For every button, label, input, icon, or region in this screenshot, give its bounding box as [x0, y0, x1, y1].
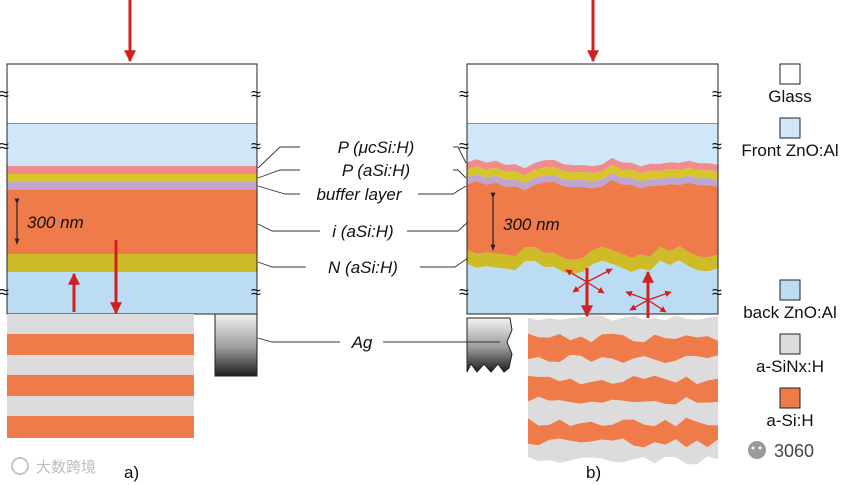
- b-thickness-label: 300 nm: [503, 215, 560, 234]
- legend-swatch-front-zno: [779, 117, 801, 139]
- b-stack-asinx-5: [528, 396, 718, 427]
- b-p-ucsi-layer: [467, 158, 718, 176]
- b-stack-asi-2: [528, 333, 718, 364]
- b-stack-asinx-1: [528, 315, 718, 343]
- b-stack-asi-6: [528, 417, 718, 448]
- a-stack-asinx-2: [7, 355, 194, 375]
- layer-callouts: [257, 146, 500, 343]
- legend-swatch-back-zno: [779, 279, 801, 301]
- a-break-mark-right-2: ≈: [251, 136, 261, 156]
- b-scatter-arrows-lower: [625, 290, 672, 313]
- label-ag: Ag: [351, 333, 373, 352]
- a-glass-layer: [6, 63, 258, 125]
- legend-label-front-zno: Front ZnO:Al: [741, 141, 838, 160]
- panel-a-label: a): [124, 463, 139, 482]
- b-i-asi-layer: [467, 180, 718, 261]
- b-buffer-layer: [467, 173, 718, 191]
- panel-b-label: b): [586, 463, 601, 482]
- b-stack: [528, 315, 718, 465]
- watermark-left: 大数跨境: [11, 457, 96, 476]
- b-p-asi-layer: [467, 165, 718, 184]
- a-break-mark-right-1: ≈: [251, 84, 261, 104]
- b-break-mark-left-3: ≈: [459, 282, 469, 302]
- a-back-zno-layer: [7, 272, 257, 314]
- a-i-asi-layer: [7, 190, 257, 254]
- b-back-zno-layer: [467, 260, 718, 314]
- a-stack-asi-2: [7, 375, 194, 396]
- b-break-mark-right-3: ≈: [712, 282, 722, 302]
- b-stack-asi-4: [528, 375, 718, 405]
- watermark-right: 3060: [748, 441, 814, 461]
- panel-a: 300 nm ≈ ≈ ≈ ≈ ≈ ≈ a): [0, 0, 261, 482]
- a-front-zno-layer: [7, 124, 257, 166]
- b-ag-contact: [466, 317, 513, 373]
- b-stack-asinx-7: [528, 438, 718, 465]
- legend-label-glass: Glass: [768, 87, 811, 106]
- a-break-mark-left-3: ≈: [0, 282, 9, 302]
- a-break-mark-right-3: ≈: [251, 282, 261, 302]
- b-break-mark-right-1: ≈: [712, 84, 722, 104]
- legend-swatch-asi: [779, 387, 801, 409]
- a-thickness-label: 300 nm: [27, 213, 84, 232]
- b-glass-layer: [466, 63, 719, 125]
- wechat-icon: [748, 441, 766, 459]
- a-buffer-layer: [7, 182, 257, 190]
- a-break-mark-left-2: ≈: [0, 136, 9, 156]
- b-break-mark-right-2: ≈: [712, 136, 722, 156]
- label-i-asi: i (aSi:H): [332, 222, 393, 241]
- a-p-asi-layer: [7, 174, 257, 182]
- a-stack-asi-1: [7, 334, 194, 355]
- b-break-mark-left-2: ≈: [459, 136, 469, 156]
- a-stack-asi-3: [7, 416, 194, 438]
- watermark-logo-icon: [11, 457, 29, 475]
- label-p-asi: P (aSi:H): [342, 161, 410, 180]
- label-p-ucsi: P (μcSi:H): [338, 138, 415, 157]
- label-n-asi: N (aSi:H): [328, 258, 398, 277]
- label-buffer-layer: buffer layer: [316, 185, 402, 204]
- a-n-asi-layer: [7, 254, 257, 272]
- a-p-ucsi-layer: [7, 166, 257, 174]
- a-stack-asinx-1: [7, 314, 194, 334]
- b-n-asi-layer: [467, 246, 718, 275]
- watermark-left-text: 大数跨境: [36, 458, 96, 476]
- legend-swatch-glass: [779, 63, 801, 85]
- a-stack-asinx-3: [7, 396, 194, 416]
- watermark-right-text: 3060: [774, 441, 814, 461]
- b-stack-asinx-3: [528, 354, 718, 385]
- legend-label-asi: a-Si:H: [766, 411, 813, 430]
- a-ag-contact: [214, 313, 258, 377]
- a-break-mark-left-1: ≈: [0, 84, 9, 104]
- b-scatter-arrows-upper: [565, 268, 613, 294]
- legend: Glass Front ZnO:Al back ZnO:Al a-SiNx:H …: [741, 63, 839, 430]
- legend-label-asinx: a-SiNx:H: [756, 357, 824, 376]
- legend-swatch-asinx: [779, 333, 801, 355]
- panel-b: 300 nm ≈ ≈ ≈ ≈ ≈ ≈ b): [459, 0, 722, 482]
- b-break-mark-left-1: ≈: [459, 84, 469, 104]
- legend-label-back-zno: back ZnO:Al: [743, 303, 837, 322]
